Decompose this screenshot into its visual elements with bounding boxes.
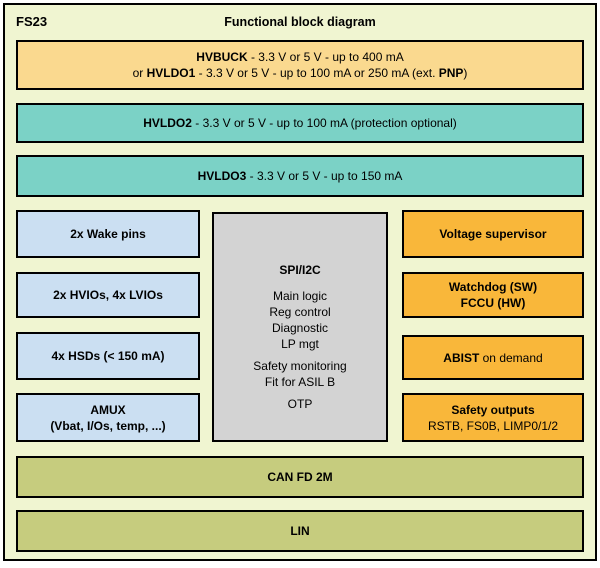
- safety-outputs-label: Safety outputs: [451, 402, 535, 417]
- part-number: FS23: [16, 14, 48, 29]
- hvios-lvios-label: 2x HVIOs, 4x LVIOs: [53, 288, 163, 302]
- core-functions: Main logic Reg control Diagnostic LP mgt: [269, 288, 330, 352]
- watchdog-label: Watchdog (SW): [448, 280, 538, 294]
- safety-outputs-pins: RSTB, FS0B, LIMP0/1/2: [427, 418, 559, 433]
- block-hvldo2: HVLDO2 - 3.3 V or 5 V - up to 100 mA (pr…: [16, 103, 584, 143]
- core-safety: Safety monitoring Fit for ASIL B: [253, 358, 346, 390]
- wake-pins-label: 2x Wake pins: [70, 227, 146, 241]
- block-core-logic: SPI/I2C Main logic Reg control Diagnosti…: [212, 212, 388, 442]
- block-amux: AMUX (Vbat, I/Os, temp, ...): [16, 393, 200, 442]
- core-function-line: Main logic: [272, 289, 328, 303]
- hsds-label: 4x HSDs (< 150 mA): [51, 349, 165, 363]
- hvbuck-line2: or HVLDO1 - 3.3 V or 5 V - up to 100 mA …: [132, 66, 468, 80]
- block-watchdog-fccu: Watchdog (SW) FCCU (HW): [402, 272, 584, 318]
- block-safety-outputs: Safety outputs RSTB, FS0B, LIMP0/1/2: [402, 393, 584, 442]
- block-lin: LIN: [16, 510, 584, 552]
- block-hvios-lvios: 2x HVIOs, 4x LVIOs: [16, 272, 200, 318]
- core-function-line: Reg control: [269, 305, 331, 319]
- functional-block-diagram: FS23 Functional block diagram HVBUCK - 3…: [3, 3, 597, 561]
- fccu-label: FCCU (HW): [460, 296, 526, 310]
- block-wake-pins: 2x Wake pins: [16, 210, 200, 258]
- block-voltage-supervisor: Voltage supervisor: [402, 210, 584, 258]
- core-function-line: Diagnostic: [271, 321, 329, 335]
- amux-sublabel: (Vbat, I/Os, temp, ...): [50, 418, 166, 433]
- block-hsds: 4x HSDs (< 150 mA): [16, 332, 200, 380]
- can-fd-label: CAN FD 2M: [267, 470, 333, 484]
- hvbuck-line1: HVBUCK - 3.3 V or 5 V - up to 400 mA: [196, 50, 404, 64]
- hvldo3-line: HVLDO3 - 3.3 V or 5 V - up to 150 mA: [197, 169, 403, 183]
- block-can-fd: CAN FD 2M: [16, 456, 584, 498]
- core-safety-line: Safety monitoring: [253, 359, 347, 373]
- core-title: SPI/I2C: [279, 263, 321, 277]
- lin-label: LIN: [290, 524, 310, 538]
- amux-label: AMUX: [90, 402, 126, 417]
- block-abist: ABIST on demand: [402, 335, 584, 380]
- diagram-title: Functional block diagram: [224, 15, 376, 29]
- block-hvldo3: HVLDO3 - 3.3 V or 5 V - up to 150 mA: [16, 155, 584, 197]
- abist-label: ABIST on demand: [443, 350, 543, 365]
- block-hvbuck-hvldo1: HVBUCK - 3.3 V or 5 V - up to 400 mA or …: [16, 40, 584, 90]
- hvldo2-line: HVLDO2 - 3.3 V or 5 V - up to 100 mA (pr…: [143, 116, 457, 130]
- core-function-line: LP mgt: [281, 337, 319, 351]
- core-memory: OTP: [287, 397, 313, 411]
- voltage-supervisor-label: Voltage supervisor: [439, 227, 547, 241]
- core-safety-line: Fit for ASIL B: [264, 375, 336, 389]
